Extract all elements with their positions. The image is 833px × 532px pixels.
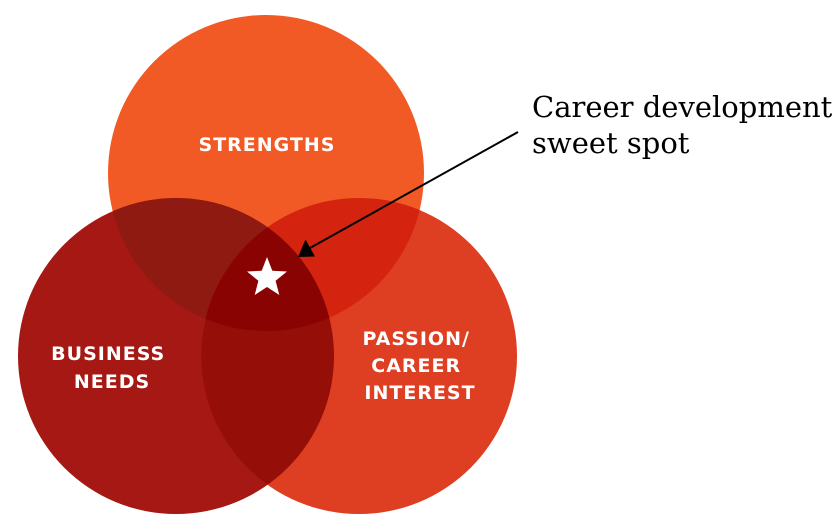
- star-icon: [247, 257, 287, 295]
- annotation-arrow-head: [298, 239, 315, 257]
- business-needs-label-line-1: BUSINESS: [51, 343, 165, 365]
- passion-label-line-2: CAREER: [371, 355, 461, 377]
- annotation-line-1: Career development: [532, 90, 833, 124]
- business-needs-label-line-2: NEEDS: [74, 371, 150, 393]
- sweet-spot-annotation: Career development sweet spot: [532, 90, 833, 160]
- business-needs-label: BUSINESS NEEDS: [51, 343, 173, 393]
- passion-career-interest-label: PASSION/ CAREER INTEREST: [362, 328, 477, 404]
- strengths-label: STRENGTHS: [199, 134, 336, 156]
- strengths-label-line: STRENGTHS: [199, 134, 336, 156]
- annotation-line-2: sweet spot: [532, 126, 690, 160]
- annotation-arrow-line: [309, 131, 519, 249]
- passion-label-line-3: INTEREST: [364, 382, 475, 404]
- passion-label-line-1: PASSION/: [362, 328, 469, 350]
